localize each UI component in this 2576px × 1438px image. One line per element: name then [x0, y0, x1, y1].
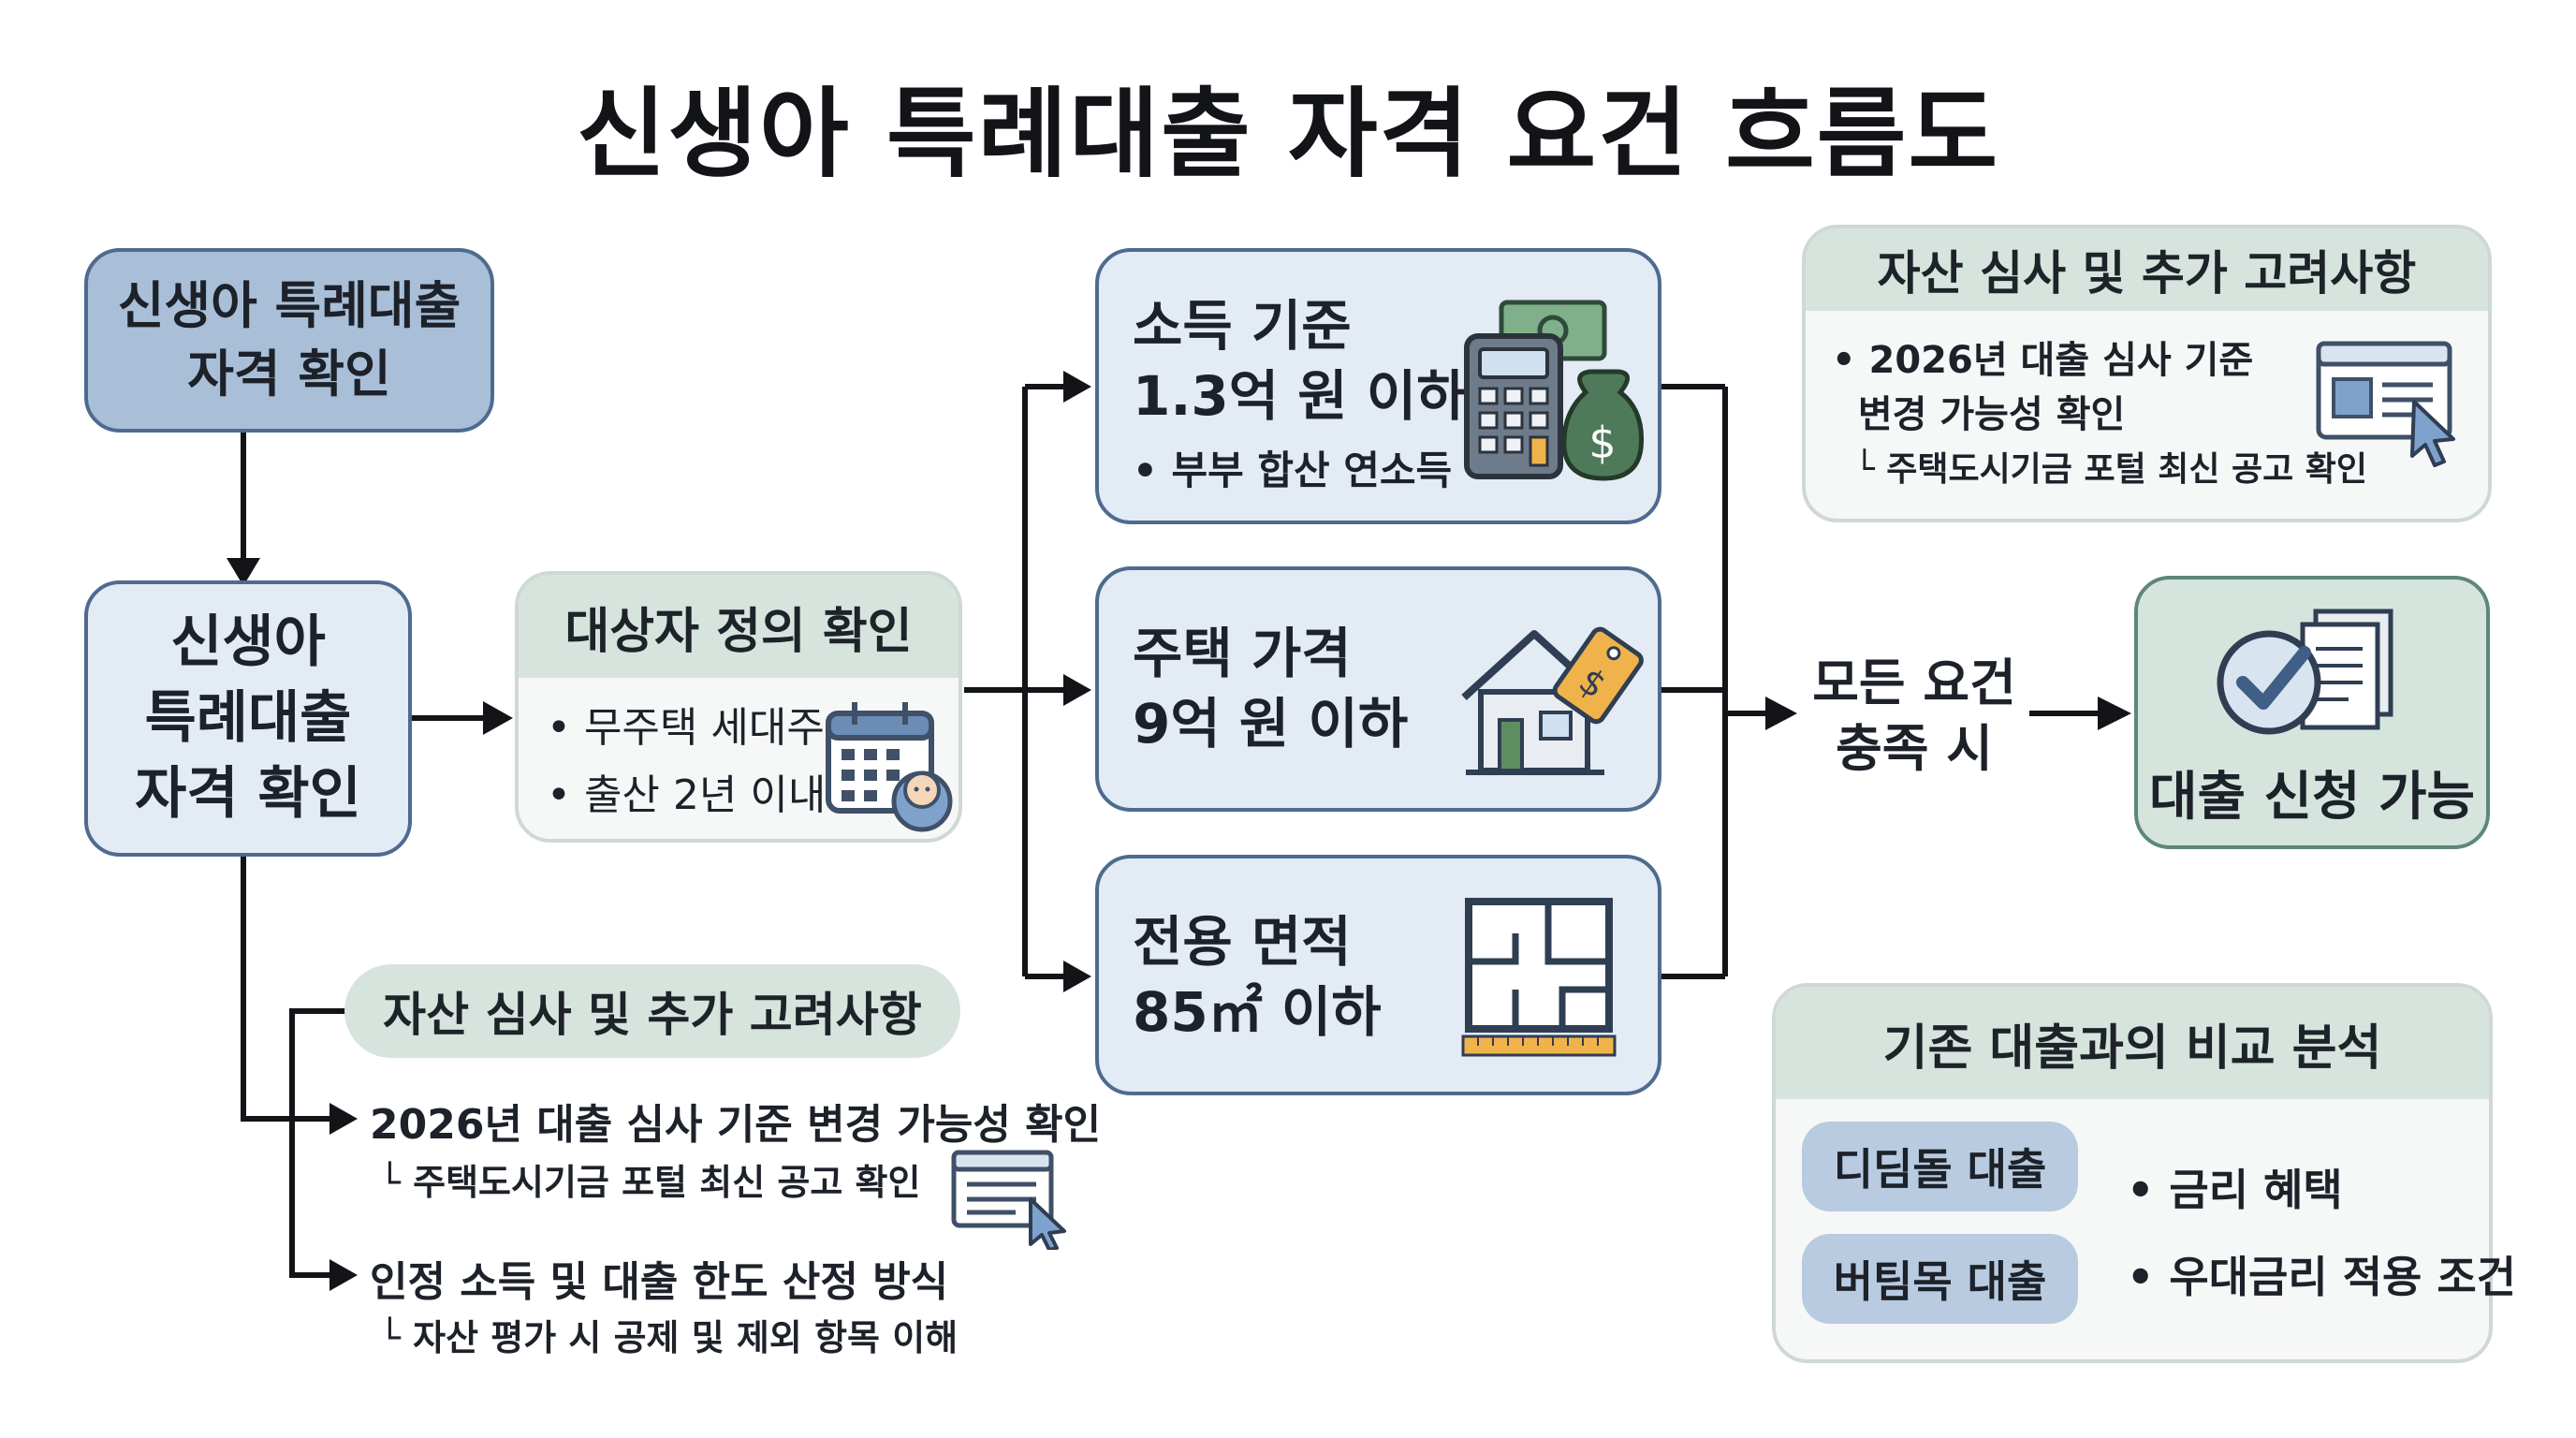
document-icon	[2300, 609, 2393, 730]
start-box: 신생아 특례대출 자격 확인	[84, 248, 494, 433]
browser-cursor-icon	[2316, 341, 2455, 467]
house-price-box: 주택 가격 9억 원 이하 $	[1095, 566, 1661, 812]
svg-text:$: $	[1588, 418, 1616, 468]
main-eligibility-box: 신생아 특례대출 자격 확인	[84, 580, 412, 857]
target-item: • 출산 2년 이내	[547, 771, 827, 819]
target-header: 대상자 정의 확인	[519, 575, 959, 678]
asset-top-header: 자산 심사 및 추가 고려사항	[1806, 228, 2488, 311]
target-definition-box: 대상자 정의 확인 • 무주택 세대주 • 출산 2년 이내	[515, 571, 962, 843]
asset-review-box-top: 자산 심사 및 추가 고려사항 • 2026년 대출 심사 기준 변경 가능성 …	[1802, 225, 2492, 522]
floor-area-title: 전용 면적 85㎡ 이하	[1133, 910, 1382, 1045]
price-tag-icon: $	[1552, 626, 1644, 725]
money-bag-icon: $	[1561, 369, 1645, 481]
asset-bottom-item1-sub: └ 주택도시기금 포털 최신 공고 확인	[379, 1162, 921, 1203]
asset-top-line2: └ 주택도시기금 포털 최신 공고 확인	[1854, 450, 2368, 489]
condition-label: 모든 요건 충족 시	[1812, 653, 2016, 778]
floor-plan-icon	[1461, 898, 1617, 1057]
income-title: 소득 기준 1.3억 원 이하	[1133, 294, 1467, 429]
income-note: • 부부 합산 연소득	[1133, 448, 1453, 493]
loan-tag-beotimmok: 버팀목 대출	[1802, 1234, 2078, 1324]
loan-tag-didimdol: 디딤돌 대출	[1802, 1122, 2078, 1211]
result-box: 대출 신청 가능	[2134, 576, 2490, 849]
browser-cursor-icon	[951, 1150, 1066, 1250]
comparison-point: • 금리 혜택	[2127, 1165, 2343, 1215]
comparison-header: 기존 대출과의 비교 분석	[1776, 987, 2489, 1099]
asset-top-line1: • 2026년 대출 심사 기준 변경 가능성 확인	[1832, 339, 2254, 436]
result-label: 대출 신청 가능	[2148, 766, 2476, 828]
asset-bottom-item2-sub: └ 자산 평가 시 공제 및 제외 항목 이해	[379, 1317, 959, 1358]
target-item: • 무주택 세대주	[547, 704, 825, 752]
house-price-title: 주택 가격 9억 원 이하	[1133, 622, 1409, 756]
floor-area-box: 전용 면적 85㎡ 이하	[1095, 855, 1661, 1095]
calculator-icon: $	[1464, 300, 1645, 481]
asset-bottom-item1: 2026년 대출 심사 기준 변경 가능성 확인	[370, 1101, 1102, 1149]
target-list: • 무주택 세대주 • 출산 2년 이내	[547, 695, 826, 829]
checkmark-icon	[2217, 609, 2393, 735]
asset-bottom-item2: 인정 소득 및 대출 한도 산정 방식	[370, 1258, 949, 1306]
comparison-point: • 우대금리 적용 조건	[2127, 1252, 2517, 1302]
calendar-icon	[826, 702, 953, 832]
asset-review-header-bottom: 자산 심사 및 추가 고려사항	[344, 964, 960, 1058]
income-criteria-box: 소득 기준 1.3억 원 이하 • 부부 합산 연소득 $	[1095, 248, 1661, 524]
baby-icon	[891, 770, 953, 832]
house-icon: $	[1461, 626, 1644, 775]
page-title: 신생아 특례대출 자격 요건 흐름도	[576, 77, 2000, 191]
